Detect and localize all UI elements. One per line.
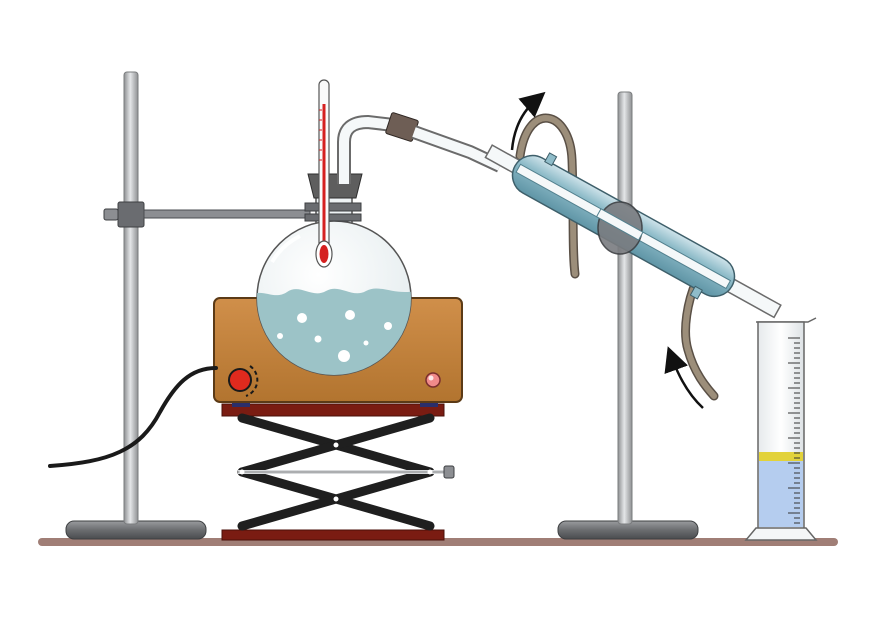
stand-rod-left [123,71,139,525]
jack-top-plate [221,403,445,417]
scissor-lab-jack [221,403,455,541]
boss-screw-left [103,208,119,221]
condenser-outlet-nozzle [544,152,558,167]
still-head-stopper [307,173,363,199]
stand-rod-right [617,91,633,525]
jack-bottom-plate [221,529,445,541]
boss-head-left [117,201,145,228]
cylinder-graduations [788,337,800,529]
power-cable [48,366,218,468]
jack-adjust-knob[interactable] [443,465,455,479]
still-head [307,112,503,199]
hot-plate-dial-knob[interactable] [228,368,252,392]
clamp-arm-left [143,209,311,219]
retort-stand-left [65,71,311,540]
thermometer [315,79,333,268]
retort-stand-right [557,91,699,540]
coolant-out-arrow [510,91,546,151]
distillate-yellow-layer [759,452,803,461]
flask-clamp [304,202,362,212]
cylinder-foot [744,527,818,541]
distillate-blue-layer [759,461,803,527]
boiling-bubbles [277,310,392,362]
thermometer-mercury [322,104,326,244]
condenser-inlet-nozzle [689,285,703,300]
coolant-in-arrow [664,346,704,409]
dial-range-arc-icon [245,365,259,397]
graduated-cylinder [744,317,818,541]
power-indicator-light [425,372,441,388]
